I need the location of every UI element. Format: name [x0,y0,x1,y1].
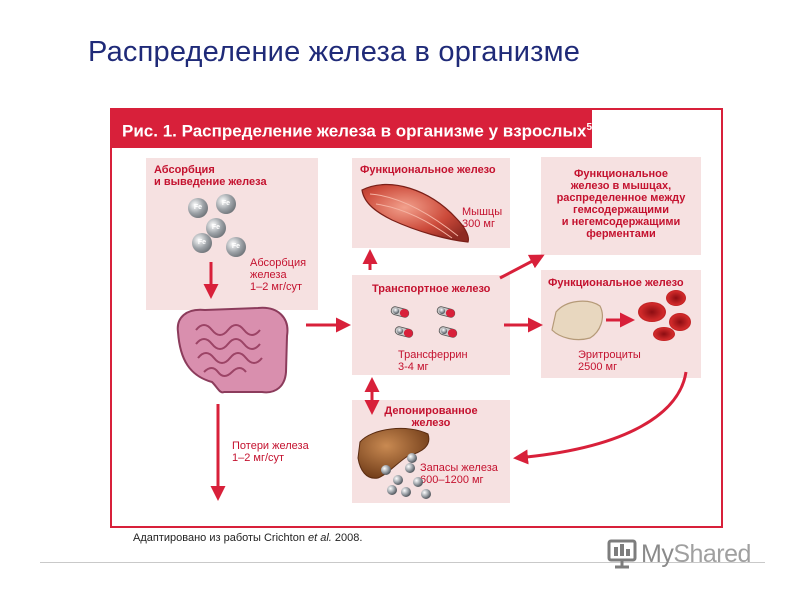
figure-header: Рис. 1. Распределение железа в организме… [110,108,592,148]
liver-illustration [357,428,430,479]
absorption-title-line1: Абсорбция [154,164,215,176]
loss-note-line2: 1–2 мг/сут [232,452,285,464]
arrow-erythro-to-depot [513,371,688,465]
transferrin-label-line2: 3-4 мг [398,361,429,373]
depot-label: Запасы железа 600–1200 мг [420,462,498,486]
absorption-note-line1: Абсорбция [250,257,307,269]
transport-panel-title: Транспортное железо [372,283,491,295]
figure-caption: Адаптировано из работы Crichton et al. 2… [133,532,362,544]
depot-label-line2: 600–1200 мг [420,474,484,486]
enzymes-line2: железо в мышцах, [570,180,672,192]
myshared-logo-text: MyShared [641,539,751,568]
storage-iron-illustration [381,453,431,499]
enzymes-line6: ферментами [586,228,656,240]
depot-panel-title: Депонированное железо [352,405,510,429]
caption-italic: et al. [308,532,332,544]
iron-atom: Fe [226,237,246,257]
transport-panel [352,275,510,375]
iron-atom: Fe [216,194,236,214]
transferrin-illustration [390,306,458,338]
caption-year: 2008. [331,532,363,544]
enzymes-line5: и негемсодержащими [561,216,681,228]
intestine-illustration [176,306,289,394]
absorption-note: Абсорбция железа 1–2 мг/сут [250,257,306,293]
figure-header-text: Рис. 1. Распределение железа в организме… [122,121,587,141]
transferrin-label: Трансферрин 3-4 мг [398,349,468,373]
iron-atom: Fe [206,218,226,238]
absorption-note-line2: железа [250,269,287,281]
red-blood-cells-illustration [638,290,691,341]
loss-note: Потери железа 1–2 мг/сут [232,440,309,464]
absorption-panel-title: Абсорбция и выведение железа [154,164,267,188]
absorption-panel [146,158,318,310]
flow-arrows [203,249,688,501]
loss-note-line1: Потери железа [232,440,309,452]
muscle-illustration [361,183,469,243]
muscle-label-line2: 300 мг [462,218,495,230]
myshared-logo-icon [607,539,637,569]
bone-marrow-illustration [551,300,603,341]
depot-title-line2: железо [411,417,451,429]
erythrocyte-label: Эритроциты 2500 мг [578,349,641,373]
depot-title-line1: Депонированное [384,405,478,417]
enzymes-panel [541,157,701,255]
transferrin-label-line1: Трансферрин [398,349,468,361]
enzymes-line1: Функциональное [574,168,668,180]
erythrocyte-panel-title: Функциональное железо [548,277,684,289]
enzymes-panel-text: Функциональное железо в мышцах, распреде… [541,168,701,240]
footer-divider [40,562,765,563]
muscle-label: Мышцы 300 мг [462,206,502,230]
erythrocyte-label-line1: Эритроциты [578,349,641,361]
iron-atom: Fe [192,233,212,253]
caption-text: Адаптировано из работы Crichton [133,532,309,544]
depot-label-line1: Запасы железа [420,462,498,474]
erythrocyte-label-line2: 2500 мг [578,361,618,373]
enzymes-line3: распределенное между [556,192,686,204]
muscle-panel-title: Функциональное железо [360,164,496,176]
enzymes-line4: гемсодержащими [573,204,669,216]
slide-title: Распределение железа в организме [88,36,581,68]
muscle-label-line1: Мышцы [462,206,503,218]
myshared-logo[interactable]: MyShared [607,536,751,572]
figure-header-footnote: 5 [586,122,592,133]
absorption-title-line2: и выведение железа [154,176,267,188]
absorption-note-line3: 1–2 мг/сут [250,281,303,293]
arrow-transport-to-enzymes [499,254,545,280]
iron-atom: Fe [188,198,208,218]
